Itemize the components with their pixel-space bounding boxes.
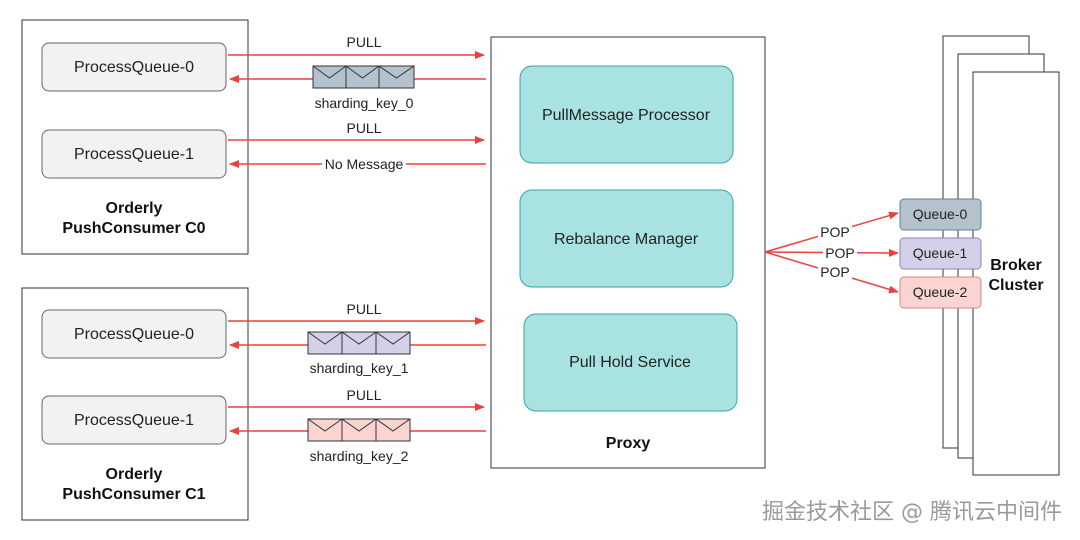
queue-label: Queue-0	[913, 206, 968, 222]
label-background	[818, 265, 852, 280]
pull-label: PULL	[346, 34, 381, 50]
process-queue-box	[41, 129, 227, 179]
rebalance-manager-box	[519, 189, 734, 288]
consumer-proxy-links: PULL sharding_key_0 PULL No Message PULL	[228, 34, 486, 464]
envelope-icon	[341, 418, 377, 442]
sharding-key-label: sharding_key_1	[310, 360, 409, 376]
consumer-title-line2: PushConsumer C0	[62, 220, 205, 237]
proxy: PullMessage Processor Rebalance Manager …	[490, 36, 766, 469]
queue-2-box	[899, 276, 982, 309]
queue-1-box	[899, 237, 982, 270]
broker-title-line2: Cluster	[988, 277, 1043, 294]
component-label: Pull Hold Service	[569, 354, 691, 371]
broker-title-line1: Broker	[990, 257, 1042, 274]
consumer-c1: ProcessQueue-0 ProcessQueue-1 Orderly Pu…	[21, 287, 249, 521]
envelope-icon	[375, 331, 411, 355]
component-label: PullMessage Processor	[542, 107, 711, 124]
watermark: 掘金技术社区 @ 腾讯云中间件	[762, 500, 1062, 525]
label-background	[823, 245, 857, 260]
process-queue-label: ProcessQueue-1	[74, 412, 194, 429]
consumer-title-line2: PushConsumer C1	[62, 486, 205, 503]
broker-cluster: Broker Cluster Queue-0 Queue-1 Queue-2	[899, 35, 1060, 476]
envelope-icon	[312, 65, 347, 89]
pull-label: PULL	[346, 120, 381, 136]
queue-label: Queue-1	[913, 245, 968, 261]
process-queue-box	[41, 42, 227, 92]
sharding-key-label: sharding_key_0	[315, 95, 414, 111]
pull-label: PULL	[346, 301, 381, 317]
pop-label: POP	[825, 245, 855, 261]
label-background	[818, 225, 852, 240]
pop-label: POP	[820, 264, 850, 280]
component-label: Rebalance Manager	[554, 231, 699, 248]
pop-links: POP POP POP	[764, 211, 899, 294]
process-queue-box	[41, 395, 227, 445]
sharding-key-label: sharding_key_2	[310, 448, 409, 464]
message-envelopes	[307, 331, 411, 355]
process-queue-label: ProcessQueue-0	[74, 59, 194, 76]
broker-stack-front	[972, 71, 1060, 476]
consumer-title-line1: Orderly	[106, 200, 163, 217]
envelope-icon	[307, 418, 343, 442]
queue-0-box	[899, 198, 982, 231]
proxy-title: Proxy	[606, 435, 651, 452]
envelope-icon	[341, 331, 377, 355]
process-queue-label: ProcessQueue-1	[74, 146, 194, 163]
envelope-icon	[307, 331, 343, 355]
process-queue-label: ProcessQueue-0	[74, 326, 194, 343]
message-envelopes	[307, 418, 411, 442]
pullmessage-processor-box	[519, 65, 734, 164]
pop-label: POP	[820, 224, 850, 240]
envelope-icon	[375, 418, 411, 442]
label-background	[322, 155, 406, 173]
pull-label: PULL	[346, 387, 381, 403]
queue-label: Queue-2	[913, 284, 968, 300]
consumer-title-line1: Orderly	[106, 466, 163, 483]
consumer-c0: ProcessQueue-0 ProcessQueue-1 Orderly Pu…	[21, 19, 249, 255]
message-envelopes	[312, 65, 415, 89]
envelope-icon	[345, 65, 380, 89]
pull-hold-service-box	[523, 313, 738, 412]
envelope-icon	[378, 65, 415, 89]
process-queue-box	[41, 309, 227, 359]
no-message-label: No Message	[325, 156, 404, 172]
